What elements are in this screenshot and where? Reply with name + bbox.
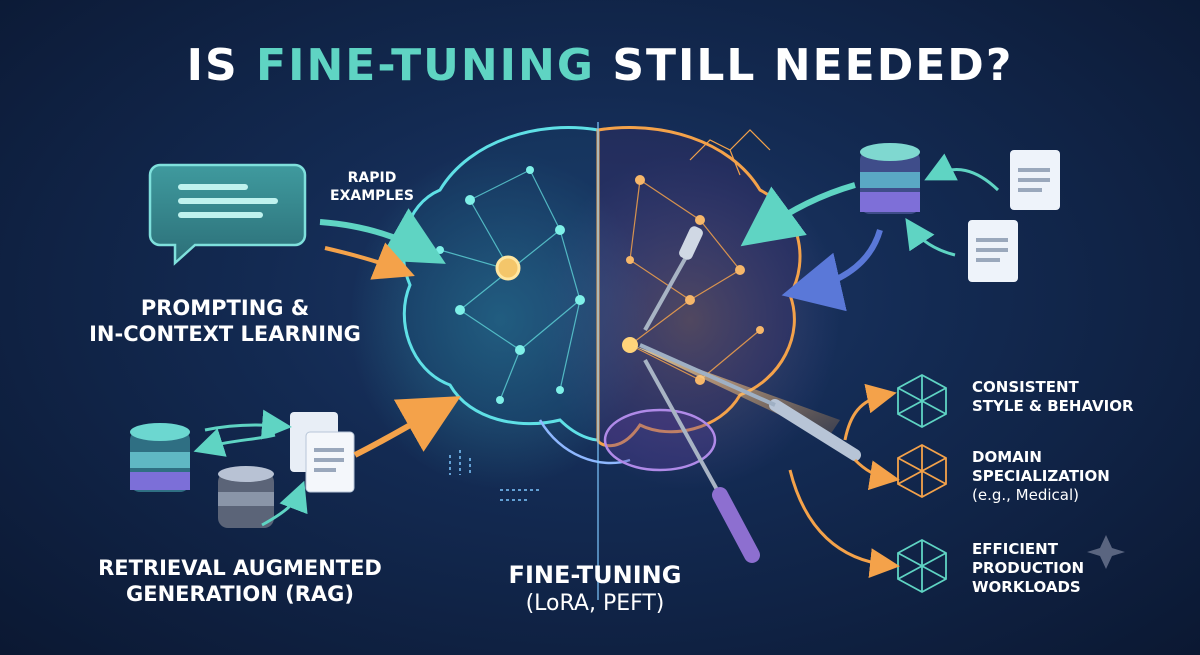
highlight-node-left xyxy=(495,255,521,281)
arrow-to-domain xyxy=(853,458,900,491)
fine-tuning-sublabel: (LoRA, PEFT) xyxy=(525,591,665,616)
network-left-nodes xyxy=(436,166,585,404)
sparkle-icon xyxy=(1087,535,1125,569)
network-teal-icon-2 xyxy=(897,538,947,594)
brain-left-hemisphere xyxy=(401,126,600,442)
right-item-efficient: EFFICIENT PRODUCTION WORKLOADS xyxy=(972,540,1084,596)
rapid-examples-line2: EXAMPLES xyxy=(330,187,414,204)
style-line2: STYLE & BEHAVIOR xyxy=(972,396,1134,415)
page-title: IS FINE-TUNING STILL NEEDED? xyxy=(0,40,1200,91)
network-orange-icon xyxy=(897,443,947,499)
document-bottom-right-icon xyxy=(968,220,1018,282)
arrow-rag-forward xyxy=(204,409,292,440)
cerebellum xyxy=(603,408,717,472)
domain-note: (e.g., Medical) xyxy=(972,485,1079,504)
document-top-right-icon xyxy=(1010,150,1060,210)
rag-label: RETRIEVAL AUGMENTED GENERATION (RAG) xyxy=(90,555,390,608)
efficient-line1: EFFICIENT xyxy=(972,540,1058,558)
prompting-label: PROMPTING & IN-CONTEXT LEARNING xyxy=(80,295,370,348)
arrow-db-to-brain-blue xyxy=(781,229,883,312)
arrow-prompt-teal xyxy=(319,208,446,264)
database-teal-icon xyxy=(130,423,190,492)
title-part2: STILL NEEDED? xyxy=(595,40,1014,91)
arrow-to-efficient xyxy=(788,469,900,579)
database-grey-icon xyxy=(218,466,274,528)
right-item-domain: DOMAIN SPECIALIZATION (e.g., Medical) xyxy=(972,448,1110,504)
rag-line2: GENERATION (RAG) xyxy=(125,582,355,607)
network-right-nodes xyxy=(626,175,764,385)
rag-line1: RETRIEVAL AUGMENTED xyxy=(98,556,382,580)
arrow-rag-back xyxy=(193,428,276,457)
style-line1: CONSISTENT xyxy=(972,378,1079,396)
prompting-line2: IN-CONTEXT LEARNING xyxy=(89,322,361,347)
right-item-style: CONSISTENT STYLE & BEHAVIOR xyxy=(972,378,1134,416)
title-highlight: FINE-TUNING xyxy=(256,40,595,91)
prompting-line1: PROMPTING & xyxy=(140,296,310,320)
efficient-line2: PRODUCTION xyxy=(972,558,1085,577)
highlight-node-right xyxy=(622,337,638,353)
arrow-doc-to-db-2 xyxy=(905,218,956,257)
brain-stem xyxy=(538,419,631,465)
probe-tool-icon xyxy=(643,226,703,331)
rapid-examples-label: RAPID EXAMPLES xyxy=(330,170,414,205)
arrow-db-to-brain xyxy=(740,182,856,247)
document-stack-icon xyxy=(290,412,355,493)
rapid-examples-line1: RAPID xyxy=(347,170,397,186)
network-teal-icon-1 xyxy=(897,373,947,429)
network-right xyxy=(629,179,761,381)
fine-tuning-title: FINE-TUNING xyxy=(508,561,682,589)
efficient-line3: WORKLOADS xyxy=(972,577,1081,596)
pen-tool-icon xyxy=(639,343,861,461)
speech-bubble-icon xyxy=(148,163,307,266)
network-top xyxy=(689,129,771,176)
arrow-doc-to-db xyxy=(924,153,1000,192)
arrow-rag-to-brain xyxy=(353,396,461,458)
fine-tuning-label: FINE-TUNING (LoRA, PEFT) xyxy=(470,560,720,618)
screwdriver-icon xyxy=(643,359,760,563)
database-purple-icon xyxy=(860,143,920,214)
arrow-to-style xyxy=(843,383,897,441)
data-traces xyxy=(449,450,540,501)
title-part1: IS xyxy=(186,40,257,91)
domain-line2: SPECIALIZATION xyxy=(972,466,1110,485)
domain-line1: DOMAIN xyxy=(972,448,1042,466)
arrow-prompt-orange xyxy=(324,242,415,280)
arrow-rag-up xyxy=(261,480,308,527)
